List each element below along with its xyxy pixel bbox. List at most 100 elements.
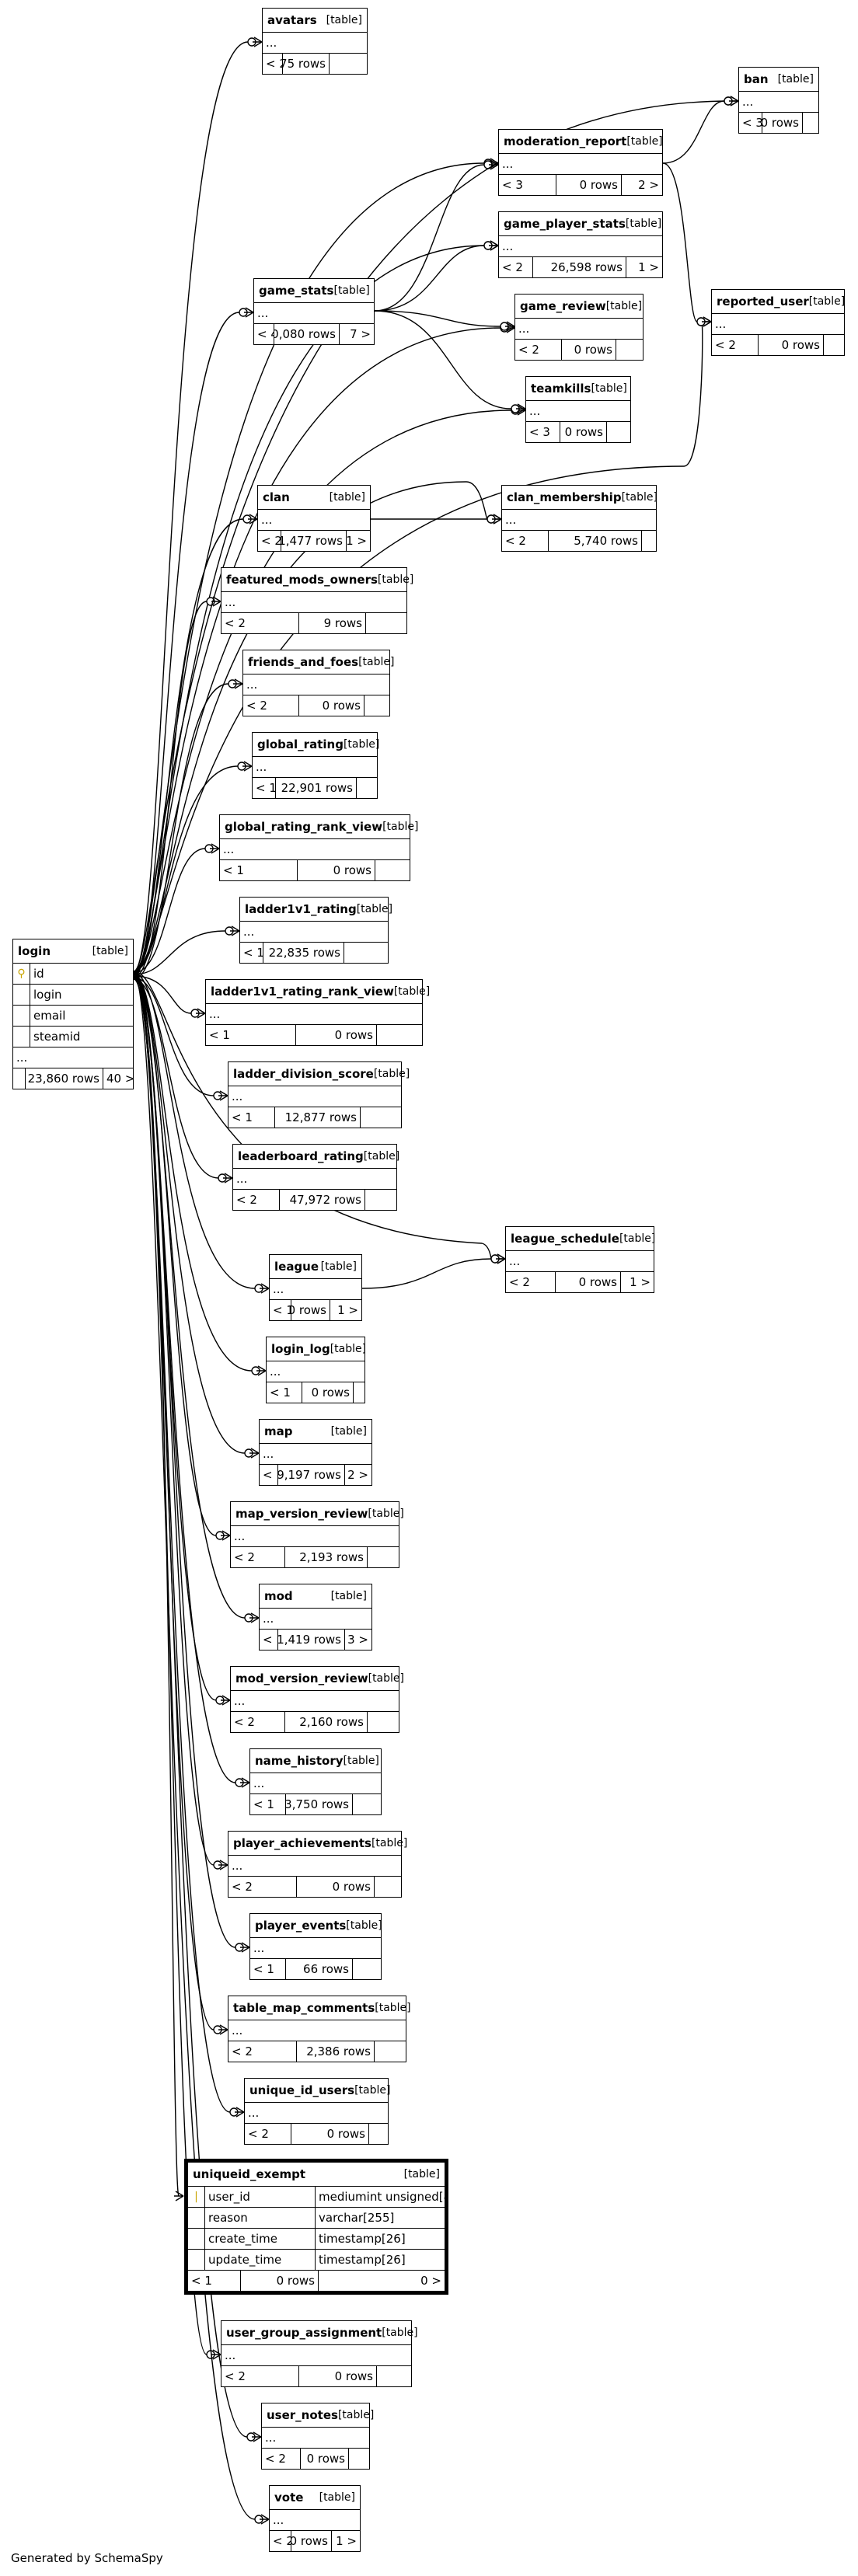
relationship-line bbox=[133, 977, 214, 2030]
row-count: 23,860 rows bbox=[26, 1068, 103, 1089]
table-type: [table] bbox=[337, 2409, 375, 2421]
crow-foot bbox=[729, 96, 739, 106]
crow-foot bbox=[492, 514, 502, 525]
column-spacer bbox=[13, 985, 30, 1005]
row-count: 0 rows bbox=[562, 340, 616, 360]
children-count: 40 > bbox=[106, 1072, 133, 1086]
row-count: 26,598 rows bbox=[533, 257, 626, 277]
table-type: [table] bbox=[92, 945, 128, 957]
children-count: 1 > bbox=[638, 260, 659, 274]
table-type: [table] bbox=[368, 1508, 404, 1520]
table-ellipsis: ... bbox=[236, 1172, 248, 1186]
table-type: [table] bbox=[356, 903, 393, 915]
children-count bbox=[642, 531, 656, 551]
relationship-line bbox=[133, 683, 229, 980]
relationship-line bbox=[133, 975, 236, 1948]
parents-count: < 1 bbox=[240, 943, 263, 963]
table-ellipsis: ... bbox=[253, 1776, 265, 1790]
parents-count: < 2 bbox=[262, 2449, 301, 2469]
row-count: 0 rows bbox=[291, 2124, 369, 2144]
table-ellipsis: ... bbox=[502, 157, 514, 171]
parents-count: < 2 bbox=[499, 257, 533, 277]
row-count: 0 rows bbox=[556, 1272, 621, 1292]
crow-foot bbox=[242, 761, 253, 772]
parents-count: < 1 bbox=[270, 1300, 291, 1320]
children-count bbox=[824, 335, 844, 355]
table-ellipsis: ... bbox=[232, 1089, 243, 1103]
children-count: 2 > bbox=[347, 1468, 368, 1482]
foreign-key-icon: | bbox=[188, 2187, 205, 2207]
crow-foot bbox=[496, 1253, 506, 1264]
column-type: timestamp[26] bbox=[319, 2253, 406, 2267]
row-count: 0 rows bbox=[241, 2271, 319, 2291]
children-count bbox=[377, 1025, 422, 1045]
parents-count: < 2 bbox=[515, 340, 562, 360]
table-type: [table] bbox=[330, 1425, 367, 1438]
table-type: [table] bbox=[368, 1672, 404, 1685]
table-name-history[interactable]: name_history[table]...< 113,750 rows bbox=[249, 1748, 382, 1815]
table-name: game_player_stats bbox=[504, 217, 626, 231]
table-name: featured_mods_owners bbox=[226, 573, 378, 587]
primary-key-icon: ⚲ bbox=[13, 964, 30, 984]
table-login[interactable]: login[table] ⚲id login email steamid ...… bbox=[12, 939, 134, 1089]
row-count: 66 rows bbox=[286, 1959, 353, 1979]
table-ellipsis: ... bbox=[223, 842, 235, 856]
crow-foot bbox=[260, 2514, 270, 2525]
children-count bbox=[361, 1107, 401, 1128]
children-count bbox=[368, 1547, 399, 1567]
table-type: [table] bbox=[346, 1919, 382, 1932]
table-type: [table] bbox=[382, 821, 419, 833]
table-avatars[interactable]: avatars[table]...< 21,175 rows bbox=[262, 8, 368, 75]
relationship-line bbox=[133, 41, 249, 972]
row-count: 0 rows bbox=[301, 2449, 349, 2469]
row-count: 12,877 rows bbox=[275, 1107, 361, 1128]
children-count: 1 > bbox=[630, 1275, 650, 1289]
parents-count: < 1 bbox=[253, 778, 276, 798]
children-count bbox=[357, 778, 377, 798]
children-count bbox=[375, 1877, 401, 1897]
crow-foot bbox=[505, 321, 515, 332]
relationship-line bbox=[374, 245, 485, 312]
relationship-line bbox=[374, 164, 485, 312]
table-type: [table] bbox=[371, 1837, 408, 1849]
table-name: teamkills bbox=[531, 382, 591, 396]
children-count: 2 > bbox=[638, 178, 659, 192]
table-type: [table] bbox=[393, 985, 431, 998]
table-name: clan_membership bbox=[507, 490, 622, 504]
relationship-line bbox=[133, 978, 219, 1179]
